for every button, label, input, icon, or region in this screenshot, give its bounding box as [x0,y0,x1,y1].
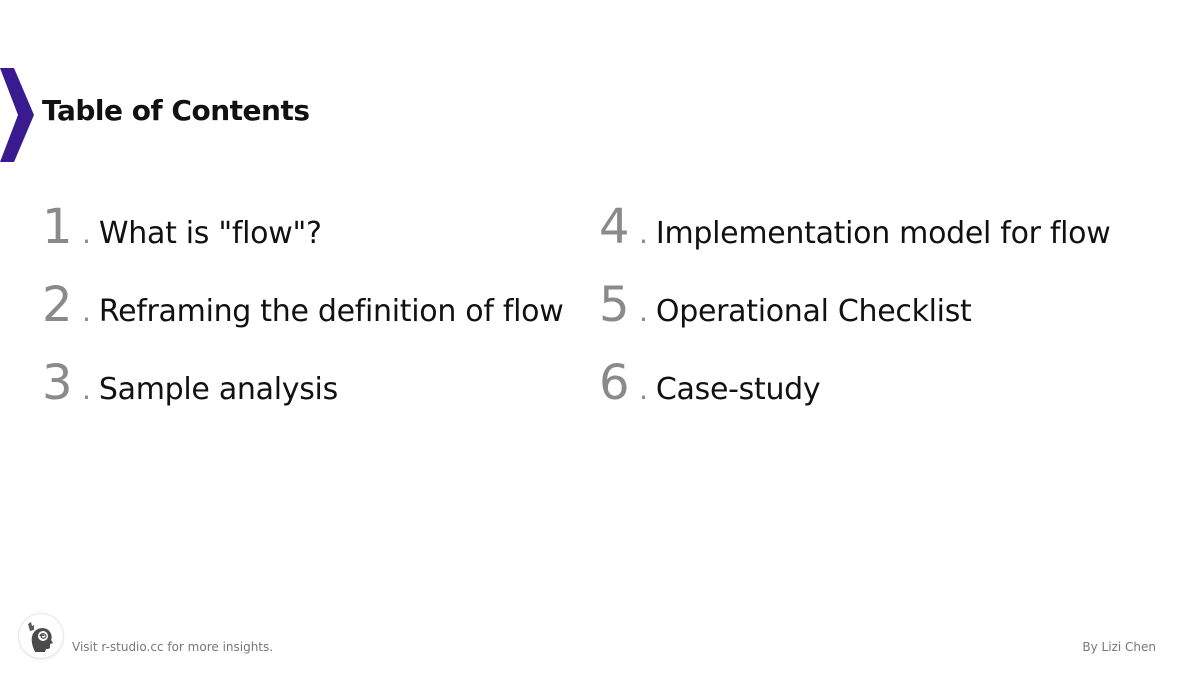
toc-label: Sample analysis [98,372,338,407]
toc-number: 2 [42,277,73,333]
toc-label: Case-study [655,372,821,407]
toc-number: 3 [42,355,73,411]
toc-separator: . [82,295,91,328]
toc-separator: . [639,217,648,250]
toc-separator: . [82,373,91,406]
toc-separator: . [639,295,648,328]
toc-label: Implementation model for flow [655,216,1111,251]
toc-number: 1 [42,199,73,255]
toc-number: 5 [599,277,630,333]
accent-chevron-icon [0,68,34,162]
toc-separator: . [639,373,648,406]
toc-label: Operational Checklist [655,294,972,329]
toc-label: What is "flow"? [98,216,322,251]
toc-label: Reframing the definition of flow [98,294,564,329]
toc-item: 4 . Implementation model for flow [599,199,1111,255]
toc-item: 1 . What is "flow"? [42,203,322,251]
toc-number: 4 [599,199,630,255]
footer-author-text: By Lizi Chen [1082,640,1156,654]
footer-visit-text: Visit r-studio.cc for more insights. [72,640,274,654]
toc-item: 6 . Case-study [599,355,821,411]
head-brain-icon [28,622,53,652]
toc-item: 2 . Reframing the definition of flow [42,277,564,333]
toc-item: 5 . Operational Checklist [599,281,972,329]
toc-separator: . [82,217,91,250]
toc-item: 3 . Sample analysis [42,359,338,407]
brand-logo [19,614,63,658]
page-title: Table of Contents [42,94,310,127]
toc-number: 6 [599,355,630,411]
